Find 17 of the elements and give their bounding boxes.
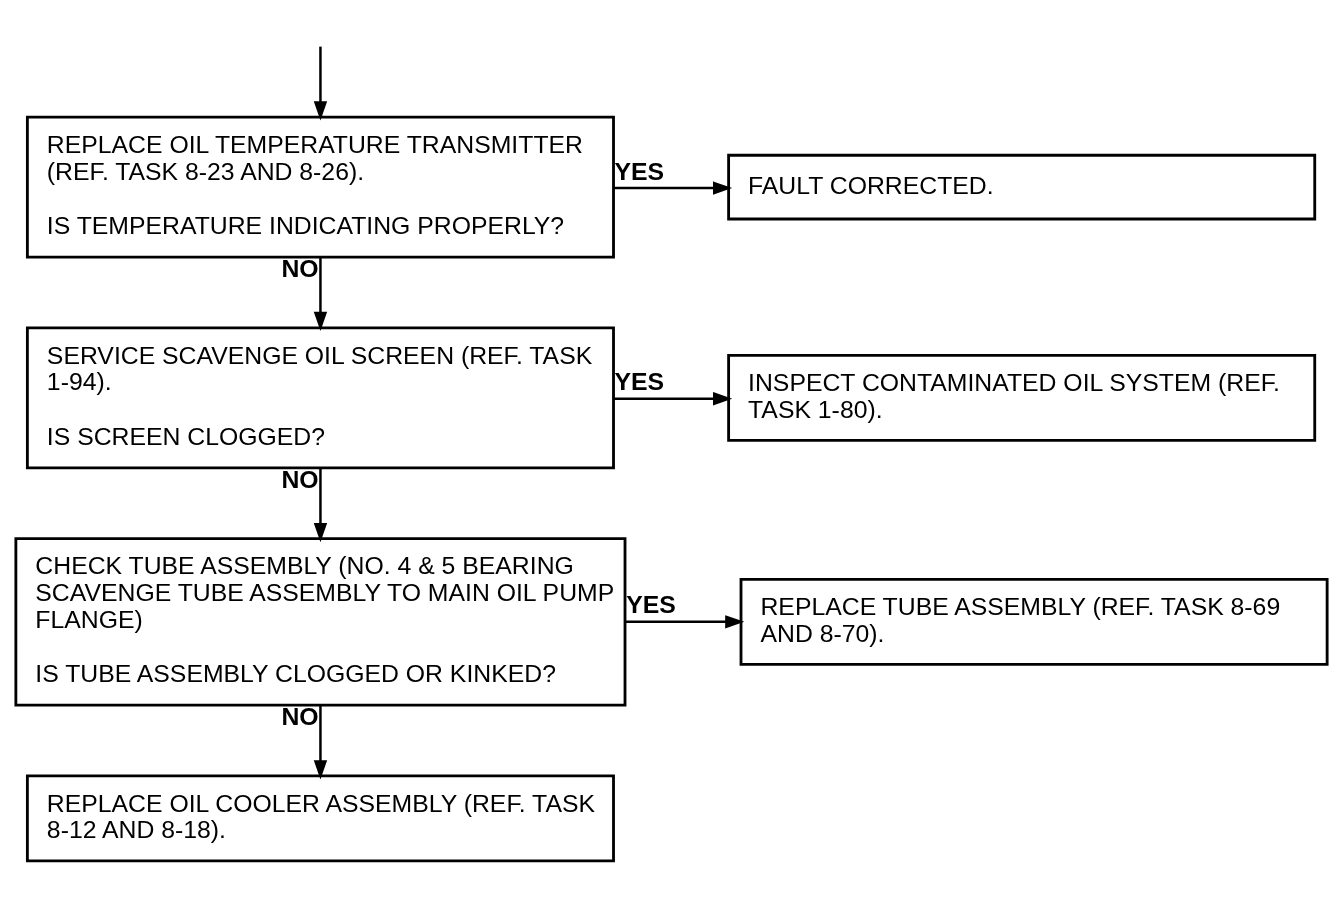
arrow (613, 391, 733, 405)
node-box: INSPECT CONTAMINATED OIL SYSTEM (REF. TASK 1-80). (727, 353, 1317, 442)
arrow (313, 467, 328, 542)
arrow (625, 614, 745, 629)
arrow (313, 704, 328, 779)
edge-label: YES (626, 590, 676, 618)
arrow (613, 180, 733, 195)
node-box: REPLACE OIL COOLER ASSEMBLY (REF. TASK 8-12 AND 8-18). (25, 774, 615, 862)
node-box: SERVICE SCAVENGE OIL SCREEN (REF. TASK 1-94). IS SCREEN CLOGGED? (25, 326, 615, 469)
edge-label: YES (614, 157, 664, 185)
node-box: REPLACE TUBE ASSEMBLY (REF. TASK 8-69 AND 8-70). (739, 577, 1329, 666)
arrow (313, 46, 328, 120)
node-box: CHECK TUBE ASSEMBLY (NO. 4 & 5 BEARING SCAVENGE TUBE ASSEMBLY TO MAIN OIL PUMP FLANGE) IS TUBE ASSEMBLY CLOGGED OR KINKED? (14, 536, 627, 706)
node-box: FAULT CORRECTED. (727, 153, 1317, 220)
arrow (313, 256, 328, 331)
edge-label: YES (614, 367, 664, 395)
node-box: REPLACE OIL TEMPERATURE TRANSMITTER (REF. TASK 8-23 AND 8-26). IS TEMPERATURE INDICATING PROPERLY? (25, 115, 615, 258)
